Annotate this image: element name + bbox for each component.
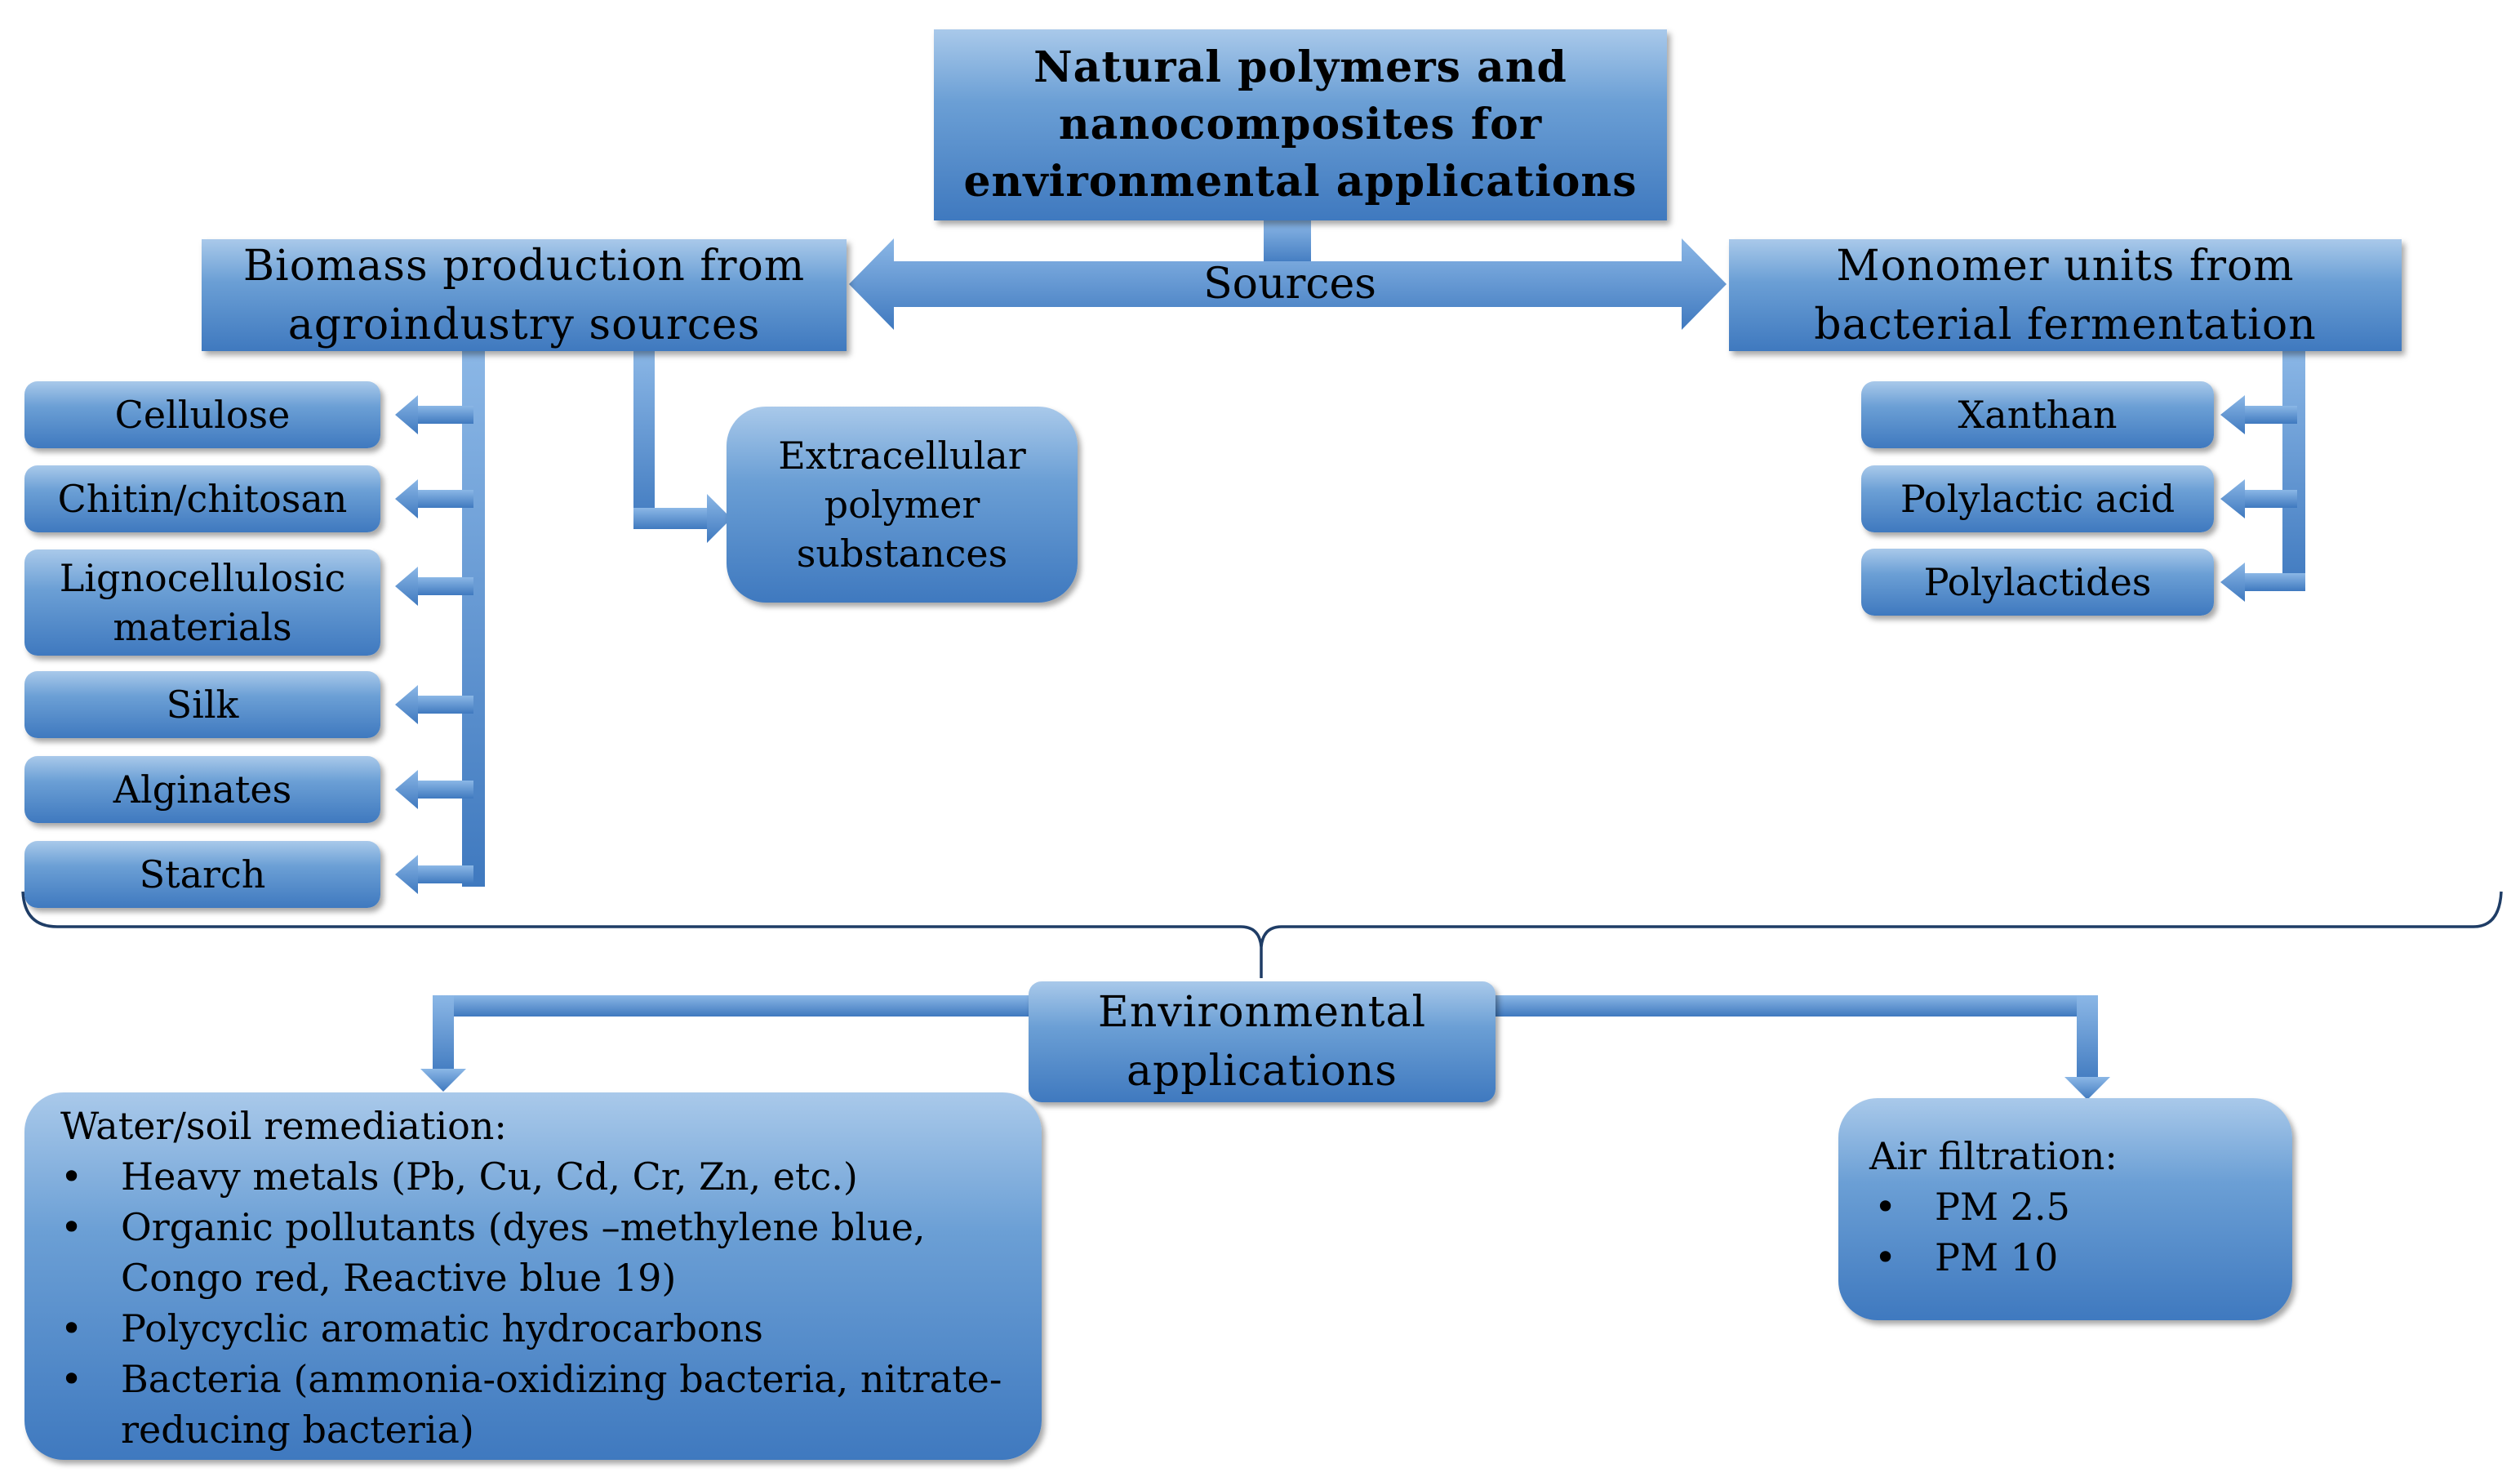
arrow-to-water-soil	[420, 1069, 466, 1092]
item-starch-label: Starch	[139, 852, 266, 896]
water-soil-title: Water/soil remediation:	[60, 1104, 507, 1148]
item-polylactides-label: Polylactides	[1923, 560, 2152, 604]
title-stem	[1264, 220, 1311, 265]
right-trunk	[2282, 349, 2305, 591]
item-polylactic-label: Polylactic acid	[1900, 477, 2176, 521]
item-alginates: Alginates	[24, 756, 380, 823]
item-alginates-label: Alginates	[113, 767, 292, 812]
air-filtration-box: Air filtration: PM 2.5 PM 10	[1838, 1098, 2292, 1320]
arrow-to-alginates	[395, 770, 418, 809]
arrow-to-polylactic	[2220, 479, 2245, 518]
extracellular-line-2: polymer	[824, 483, 980, 527]
water-soil-bullet: Bacteria (ammonia-oxidizing bacteria, ni…	[24, 1354, 1002, 1455]
arrow-to-extracellular	[707, 494, 731, 543]
item-chitin-label: Chitin/chitosan	[57, 477, 348, 521]
item-polylactides: Polylactides	[1861, 549, 2214, 616]
env-line-1: Environmental	[1097, 988, 1427, 1037]
air-bullet: PM 10	[1838, 1232, 2070, 1283]
bracket-brace	[21, 891, 2503, 978]
arrow-to-silk	[395, 685, 418, 724]
water-soil-bullet: Organic pollutants (dyes –methylene blue…	[24, 1202, 1002, 1303]
biomass-source-box: Biomass production from agroindustry sou…	[202, 239, 847, 351]
item-polylactic-acid: Polylactic acid	[1861, 465, 2214, 532]
item-lignocellulosic-line-1: Lignocellulosic	[59, 556, 346, 600]
item-xanthan: Xanthan	[1861, 381, 2214, 448]
water-soil-list: Heavy metals (Pb, Cu, Cd, Cr, Zn, etc.) …	[24, 1151, 1002, 1455]
sources-double-arrow	[849, 238, 1727, 330]
env-line-2: applications	[1127, 1047, 1398, 1096]
air-list: PM 2.5 PM 10	[1838, 1181, 2070, 1283]
extracellular-line-3: substances	[796, 532, 1008, 576]
arrow-to-polylactides	[2220, 563, 2245, 602]
item-lignocellulosic: Lignocellulosic materials	[24, 549, 380, 656]
arrow-to-xanthan	[2220, 395, 2245, 434]
title-box: Natural polymers and nanocomposites for …	[934, 29, 1667, 220]
water-soil-bullet: Polycyclic aromatic hydrocarbons	[24, 1303, 1002, 1354]
env-applications-box: Environmental applications	[1029, 981, 1496, 1102]
air-title: Air filtration:	[1869, 1134, 2118, 1178]
arrow-to-lignocellulosic	[395, 567, 418, 606]
bacterial-source-box: Monomer units from bacterial fermentatio…	[1729, 239, 2402, 351]
title-line-1: Natural polymers and	[1033, 42, 1567, 92]
arrow-to-starch	[395, 855, 418, 894]
title-line-2: nanocomposites for	[1058, 100, 1543, 149]
water-soil-bullet: Heavy metals (Pb, Cu, Cd, Cr, Zn, etc.)	[24, 1151, 1002, 1202]
item-chitin-chitosan: Chitin/chitosan	[24, 465, 380, 532]
biomass-line-2: agroindustry sources	[287, 300, 761, 349]
extracellular-box: Extracellular polymer substances	[727, 407, 1078, 603]
left-trunk	[462, 349, 485, 887]
bacterial-line-2: bacterial fermentation	[1814, 300, 2317, 349]
arrow-to-chitin	[395, 479, 418, 518]
item-lignocellulosic-line-2: materials	[113, 605, 292, 649]
item-starch: Starch	[24, 841, 380, 908]
item-cellulose-label: Cellulose	[114, 393, 291, 437]
item-xanthan-label: Xanthan	[1958, 393, 2118, 437]
item-silk: Silk	[24, 671, 380, 738]
water-soil-box: Water/soil remediation: Heavy metals (Pb…	[24, 1092, 1042, 1460]
extracellular-line-1: Extracellular	[778, 434, 1026, 478]
bacterial-line-1: Monomer units from	[1836, 241, 2295, 291]
item-silk-label: Silk	[166, 683, 239, 727]
arrow-to-cellulose	[395, 395, 418, 434]
air-bullet: PM 2.5	[1838, 1181, 2070, 1232]
sources-label: Sources	[1203, 260, 1376, 309]
title-line-3: environmental applications	[963, 157, 1638, 207]
item-cellulose: Cellulose	[24, 381, 380, 448]
arrow-to-air	[2064, 1077, 2110, 1100]
biomass-line-1: Biomass production from	[242, 241, 806, 291]
